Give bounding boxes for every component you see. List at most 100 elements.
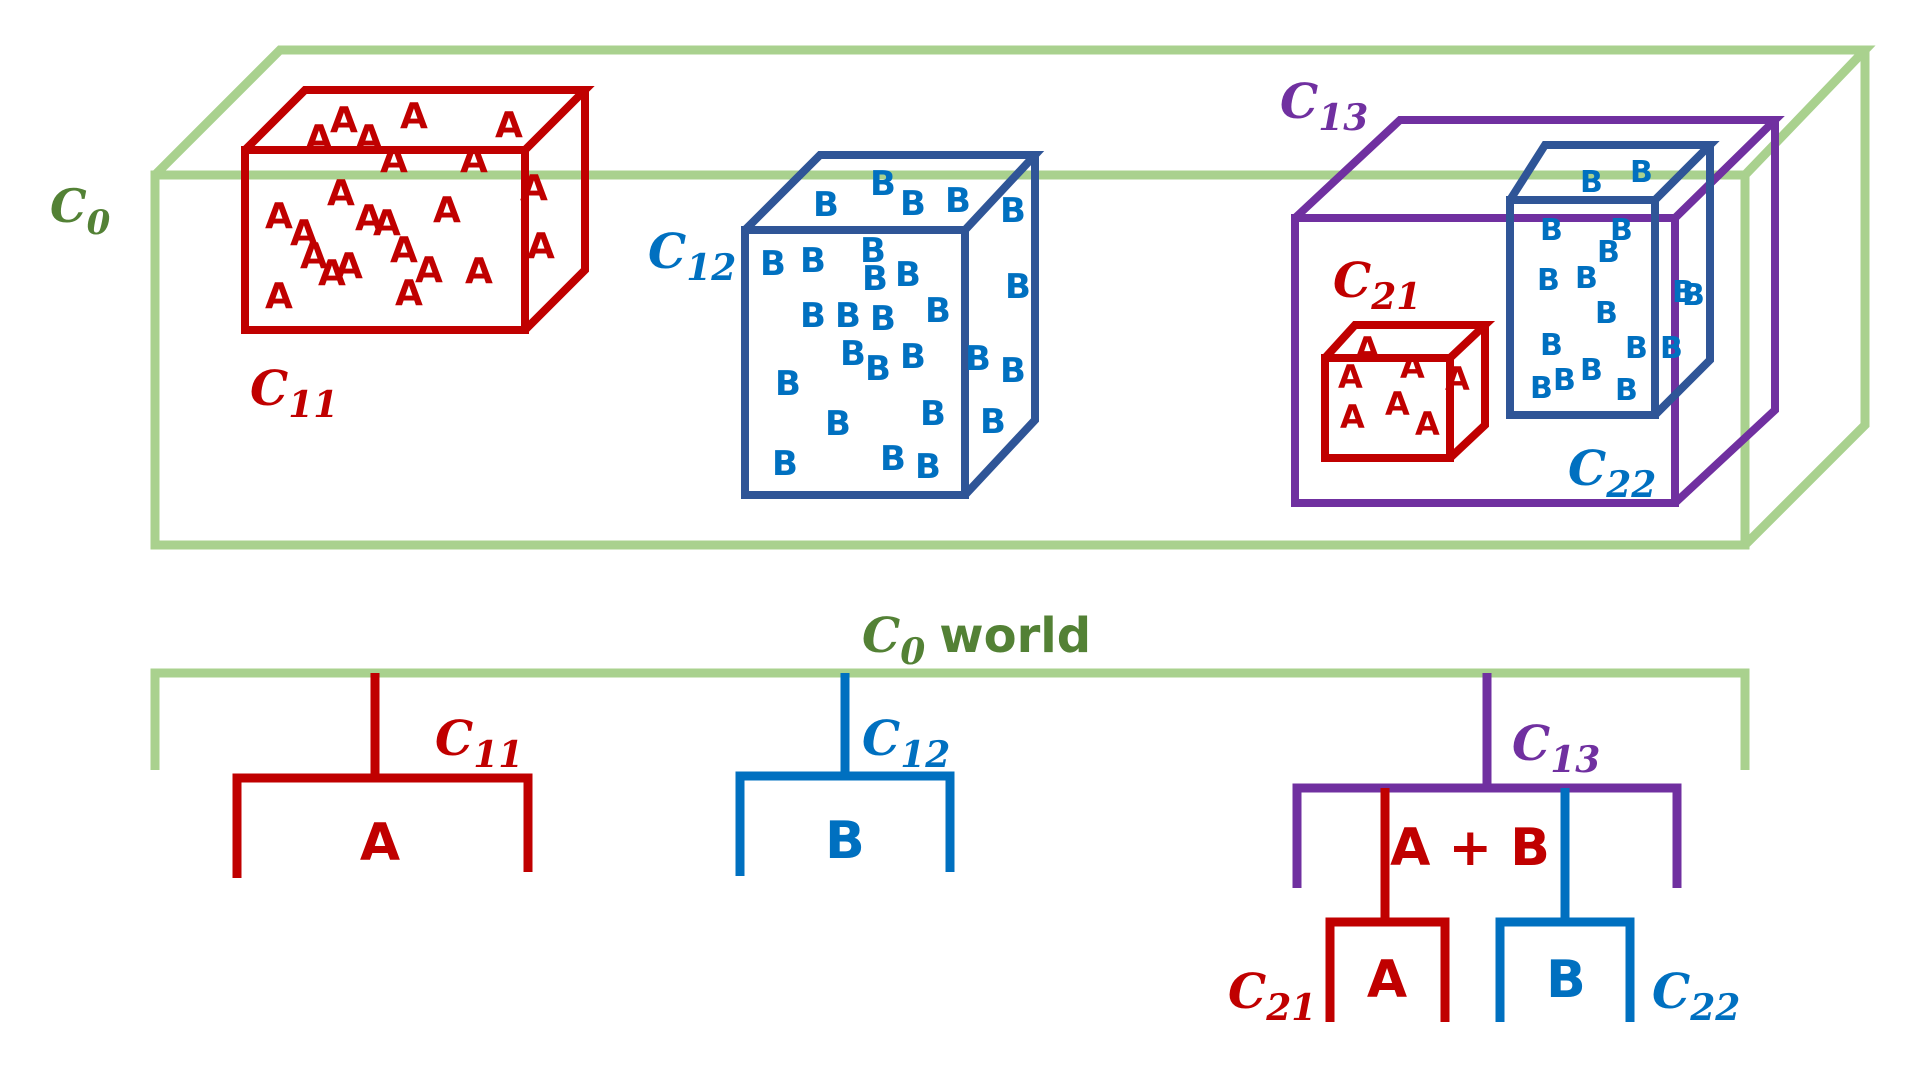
particle-b: B [775,364,801,404]
particle-b: B [865,349,891,389]
c0-label: C0 [50,179,111,243]
tree-c12-branch [735,673,955,876]
particle-a: A [265,276,293,317]
particle-b: B [1580,165,1603,200]
particle-a: A [465,251,493,292]
tree-c22-branch [1495,788,1635,1022]
particle-b: B [1540,213,1563,248]
particle-b: B [835,296,861,336]
particle-a: A [300,236,328,277]
tree-c21-content: A [1367,950,1407,1010]
particle-b: B [1595,296,1618,331]
particle-a: A [380,140,408,181]
particle-a: A [495,105,523,146]
tree-c21-branch [1325,788,1450,1022]
tree-c11-content: A [360,813,400,873]
tree-c12-content: B [825,811,865,871]
particle-a: A [330,100,358,141]
tree-c13-branch [1292,673,1682,888]
particle-b: B [900,337,926,377]
particle-a: A [1355,330,1380,368]
particle-b: B [1682,278,1705,313]
tree-c11-branch [232,673,533,878]
particle-a: A [355,118,383,159]
particle-a: A [433,190,461,231]
particle-a: A [527,226,555,267]
c13-box [1291,116,1785,507]
particle-a: A [390,230,418,271]
particle-a: A [520,168,548,209]
c22-box [1506,141,1720,419]
particle-b: B [870,164,896,204]
c0-box [150,45,1876,550]
particle-a: A [265,196,293,237]
particle-b: B [800,241,826,281]
particle-b: B [870,299,896,339]
particle-b: B [900,184,926,224]
particle-b: B [895,255,921,295]
particle-a: A [1340,398,1365,436]
particle-b: B [1615,373,1638,408]
tree-c12-label: C12 [862,711,950,776]
particle-b: B [1630,155,1653,190]
particle-a: A [335,246,363,287]
tree-c22-content: B [1546,950,1586,1010]
particle-a: A [290,213,318,254]
particle-b: B [1580,353,1603,388]
c11-box [241,86,595,334]
particle-b: B [945,181,971,221]
c11-label: C11 [250,361,338,426]
tree-c21-label: C21 [1228,964,1316,1029]
particle-b: B [1575,261,1598,296]
particle-b: B [772,444,798,484]
particle-a: A [327,173,355,214]
c12-box [741,151,1045,499]
tree-c22-label: C22 [1652,964,1740,1029]
particle-b: B [980,402,1006,442]
c21-top-label: C21 [1333,253,1421,318]
particle-a: A [395,273,423,314]
particle-b: B [1610,213,1633,248]
particle-b: B [760,244,786,284]
particle-b: B [1660,331,1683,366]
particle-b: B [813,185,839,225]
particle-a: A [1338,358,1363,396]
tree-c13-content: A + B [1390,818,1550,878]
particle-b: B [1000,351,1026,391]
particle-a: A [1415,405,1440,443]
particle-b: B [1000,191,1026,231]
particle-b: B [925,291,951,331]
particle-a: A [373,203,401,244]
tree-c11-label: C11 [435,711,523,776]
particle-a: A [1445,360,1470,398]
particle-a: A [1385,385,1410,423]
particle-b: B [862,259,888,299]
particle-b: B [915,447,941,487]
particle-b: B [965,339,991,379]
particle-b: B [840,334,866,374]
particle-b: B [860,231,886,271]
particle-a: A [460,140,488,181]
particle-b: B [920,394,946,434]
c13-label: C13 [1280,74,1368,139]
particle-b: B [1553,363,1576,398]
particle-a: A [1400,348,1425,386]
particle-a: A [318,253,346,294]
particle-b: B [1537,263,1560,298]
particle-b: B [1530,371,1553,406]
particle-b: B [1625,331,1648,366]
c22-top-label: C22 [1568,441,1656,506]
particle-b: B [1597,235,1620,270]
particle-b: B [800,296,826,336]
particle-a: A [305,118,333,159]
particle-b: B [825,404,851,444]
particle-b: B [880,439,906,479]
c21-box [1321,321,1496,462]
particle-b: B [1005,267,1031,307]
